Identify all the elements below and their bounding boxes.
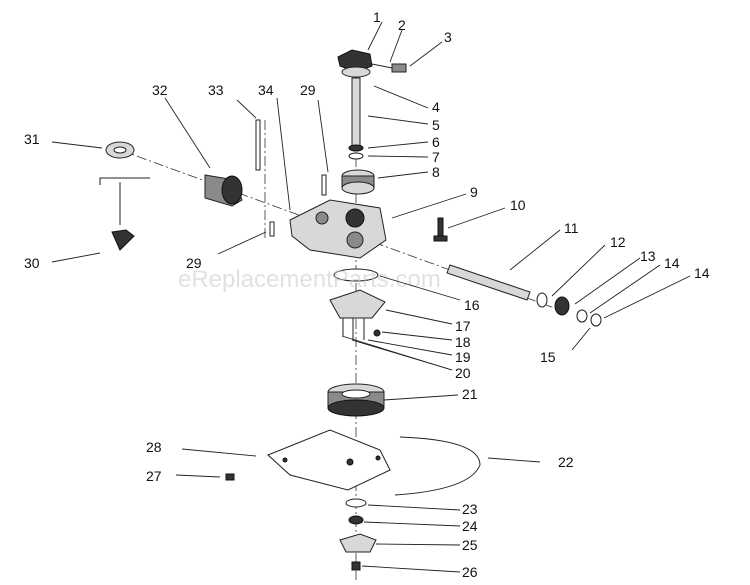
knob-30 <box>111 229 135 251</box>
callout-24: 24 <box>462 518 478 534</box>
watermark: eReplacementParts.com <box>178 266 441 293</box>
lever-tab <box>391 63 407 73</box>
washer-14b <box>590 313 602 327</box>
callout-17: 17 <box>455 318 471 334</box>
gasket <box>394 436 481 496</box>
plate-assembly <box>329 268 386 340</box>
top-cap <box>337 49 373 73</box>
shaft-washers <box>536 292 602 327</box>
shaft-ring <box>348 144 364 152</box>
cap-washer <box>341 66 371 78</box>
vertical-shaft <box>351 77 361 149</box>
assembly-axes <box>119 85 561 580</box>
check-ball <box>373 329 381 337</box>
bushing-24 <box>348 515 364 525</box>
callout-9: 9 <box>470 184 478 200</box>
port-plate <box>329 289 386 319</box>
callout-20: 20 <box>455 365 471 381</box>
callout-22: 22 <box>558 454 574 470</box>
callout-12: 12 <box>610 234 626 250</box>
callout-34: 34 <box>258 82 274 98</box>
output-shaft <box>446 264 531 301</box>
callout-16: 16 <box>464 297 480 313</box>
callout-10: 10 <box>510 197 526 213</box>
callout-6: 6 <box>432 134 440 150</box>
callout-31: 31 <box>24 131 40 147</box>
callout-30: 30 <box>24 255 40 271</box>
callout-3: 3 <box>444 29 452 45</box>
shaft-spring <box>348 152 364 160</box>
callout-21: 21 <box>462 386 478 402</box>
callout-25: 25 <box>462 537 478 553</box>
callout-19: 19 <box>455 349 471 365</box>
callout-4: 4 <box>432 99 440 115</box>
screw-27 <box>225 473 235 481</box>
callout-23: 23 <box>462 501 478 517</box>
callout-14b: 14 <box>694 265 710 281</box>
callout-27: 27 <box>146 468 162 484</box>
callout-labels: 1 2 3 4 5 6 7 8 9 10 11 12 13 14 14 15 1… <box>24 9 710 580</box>
bolt-10 <box>433 217 448 242</box>
callout-18: 18 <box>455 334 471 350</box>
top-cap-assembly <box>337 49 407 78</box>
callout-8: 8 <box>432 164 440 180</box>
pin-29a <box>321 174 327 196</box>
callout-5: 5 <box>432 117 440 133</box>
bottom-seal-stack <box>339 498 377 571</box>
callout-29b: 29 <box>186 255 202 271</box>
bolt-26 <box>351 561 361 571</box>
housing-cover <box>267 429 391 491</box>
spring-clip <box>371 63 393 69</box>
transmission-housing <box>289 199 387 259</box>
callout-1: 1 <box>373 9 381 25</box>
callout-15: 15 <box>540 349 556 365</box>
callout-29a: 29 <box>300 82 316 98</box>
callout-26: 26 <box>462 564 478 580</box>
bearing <box>327 383 385 417</box>
callout-32: 32 <box>152 82 168 98</box>
o-ring <box>333 268 379 282</box>
callout-13: 13 <box>640 248 656 264</box>
leader-lines <box>51 21 691 573</box>
shaft-gear <box>341 169 375 195</box>
callout-14a: 14 <box>664 255 680 271</box>
vertical-shaft-assembly <box>348 77 364 160</box>
callout-33: 33 <box>208 82 224 98</box>
pin-33 <box>255 119 261 171</box>
gear-13 <box>554 296 570 316</box>
washer-12 <box>536 292 548 308</box>
seal-23 <box>345 498 367 508</box>
callout-11: 11 <box>564 220 579 236</box>
callout-2: 2 <box>398 17 406 33</box>
callout-28: 28 <box>146 439 162 455</box>
washer-14a <box>576 309 588 323</box>
callout-7: 7 <box>432 149 440 165</box>
cover-plate <box>267 429 481 496</box>
left-motor-assembly <box>99 119 327 251</box>
pin-29b <box>269 221 275 237</box>
flange-25 <box>339 533 377 553</box>
